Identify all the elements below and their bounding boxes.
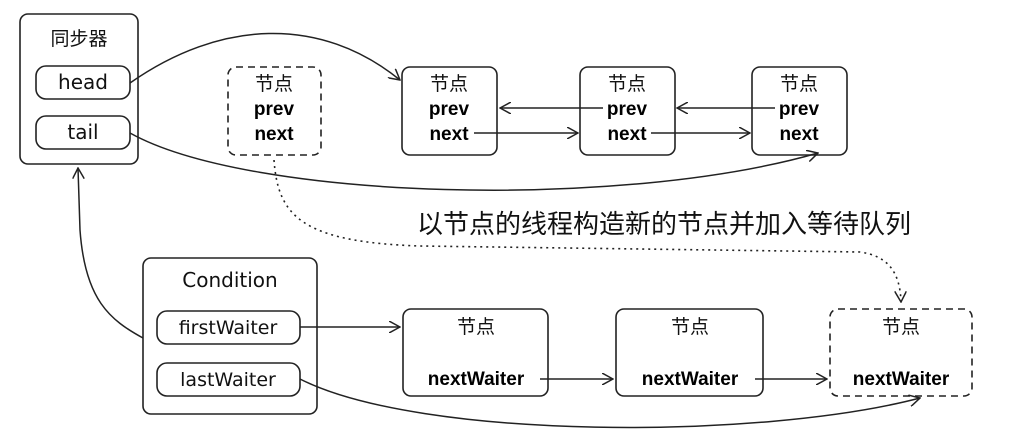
waiter-3-title: 节点 — [882, 316, 920, 338]
waiter-node-2: 节点 nextWaiter — [615, 308, 764, 397]
head-to-first-arrow — [129, 32, 400, 84]
node-3-prev: prev — [779, 99, 820, 120]
node-3-title: 节点 — [780, 73, 818, 95]
node-2-title: 节点 — [608, 73, 646, 95]
waiter-node-1: 节点 nextWaiter — [402, 308, 549, 397]
node-1-title: 节点 — [430, 73, 468, 95]
waiter-node-3-new: 节点 nextWaiter — [829, 308, 973, 397]
waiter-1-title: 节点 — [457, 316, 495, 338]
tail-label: tail — [67, 120, 98, 144]
first-waiter-field: firstWaiter — [156, 310, 301, 345]
synchronizer-title: 同步器 — [50, 28, 107, 50]
node-2-prev: prev — [607, 99, 648, 120]
waiter-2-next-waiter: nextWaiter — [642, 369, 739, 390]
sync-queue-node-1: 节点 prev next — [401, 66, 498, 156]
last-waiter-field: lastWaiter — [156, 362, 301, 397]
waiter-2-title: 节点 — [671, 316, 709, 338]
first-waiter-label: firstWaiter — [179, 317, 278, 339]
head-label: head — [58, 70, 108, 94]
node-1-prev: prev — [429, 99, 470, 120]
node-3-next: next — [779, 124, 819, 145]
sync-queue-node-3: 节点 prev next — [751, 66, 848, 156]
node-1-next: next — [429, 124, 469, 145]
waiter-3-next-waiter: nextWaiter — [853, 369, 950, 390]
sync-queue-node-2: 节点 prev next — [579, 66, 676, 156]
new-node-to-waiter-dotted-arrow — [273, 159, 901, 302]
node-2-next: next — [607, 124, 647, 145]
tail-field: tail — [35, 115, 131, 150]
synchronizer-box: 同步器 head tail — [19, 13, 139, 165]
tail-to-last-arrow — [129, 132, 818, 191]
head-field: head — [35, 65, 131, 100]
new-node-prev: prev — [254, 99, 295, 120]
new-node-next: next — [254, 124, 294, 145]
condition-to-synchronizer-arrow — [78, 168, 144, 339]
condition-title: Condition — [182, 268, 277, 292]
last-waiter-arrow — [299, 378, 920, 429]
last-waiter-label: lastWaiter — [180, 369, 276, 391]
waiter-1-next-waiter: nextWaiter — [428, 369, 525, 390]
new-node-title: 节点 — [255, 73, 293, 95]
condition-box: Condition firstWaiter lastWaiter — [142, 257, 318, 415]
new-node-box: 节点 prev next — [227, 66, 322, 156]
annotation-text: 以节点的线程构造新的节点并加入等待队列 — [417, 210, 911, 240]
